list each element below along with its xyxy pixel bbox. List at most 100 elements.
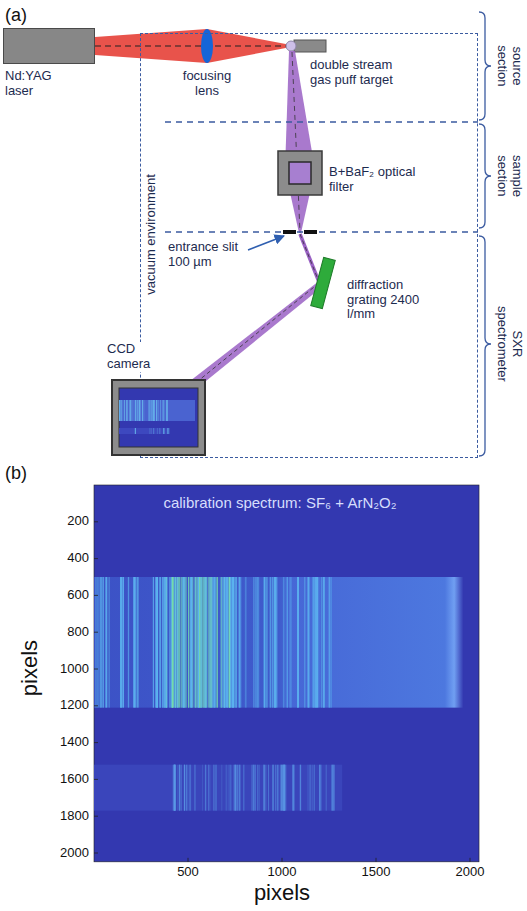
spectral-line — [128, 577, 129, 708]
spectral-line — [208, 765, 210, 811]
rect-shape — [119, 400, 121, 421]
rect-shape — [166, 428, 168, 434]
spectral-line — [183, 577, 184, 708]
spectral-line — [192, 577, 194, 708]
spectral-line — [283, 765, 285, 811]
rect-shape — [119, 388, 198, 447]
rect-shape — [168, 428, 170, 434]
spectral-line — [181, 577, 183, 708]
axis-tick-mark — [94, 595, 98, 596]
spectral-line — [277, 765, 278, 811]
spectral-line — [300, 765, 301, 811]
laser-beam — [95, 29, 291, 63]
spectral-line — [200, 577, 202, 708]
sxr-beam — [300, 234, 319, 282]
spectral-line — [205, 577, 206, 708]
axis-tick: 1800 — [60, 809, 89, 824]
axis-tick-mark — [94, 816, 98, 817]
rect-shape — [129, 400, 131, 421]
leader-arrow — [248, 236, 284, 250]
spectral-line — [284, 765, 285, 811]
spectral-line — [235, 765, 236, 811]
spectral-line — [214, 577, 215, 708]
spectral-line — [282, 577, 284, 708]
spectral-line — [274, 577, 276, 708]
rect-shape — [152, 400, 154, 421]
spectral-line — [156, 577, 158, 708]
spectral-line — [156, 577, 158, 708]
spectral-line — [257, 765, 258, 811]
spectral-line — [221, 765, 222, 811]
axis-tick: 1400 — [60, 735, 89, 750]
axis-tick-mark — [94, 521, 98, 522]
spectral-line — [163, 577, 164, 708]
axis-tick-mark — [94, 558, 98, 559]
part-label: CCD camera — [105, 342, 152, 372]
chart-title: calibration spectrum: SF₆ + ArN₂O₂ — [163, 494, 396, 511]
spectral-line — [102, 577, 103, 708]
spectral-line — [195, 577, 197, 708]
spectral-line — [121, 577, 123, 708]
spectral-line — [198, 577, 200, 708]
beam-axis — [198, 283, 319, 381]
rect-shape — [135, 400, 137, 421]
slit-jaw — [304, 230, 317, 234]
spectral-line — [224, 577, 226, 708]
spectral-line — [310, 765, 311, 811]
spectral-line — [231, 765, 233, 811]
spectral-line — [173, 765, 175, 811]
spectral-line — [137, 577, 139, 708]
section-brace — [479, 236, 491, 456]
panel-label: (a) — [5, 5, 27, 26]
rect-shape — [159, 428, 161, 434]
spectral-line — [172, 577, 174, 708]
ccd-image — [113, 381, 204, 454]
spectral-line — [209, 577, 210, 708]
axis-tick: 400 — [67, 551, 89, 566]
spectral-line — [180, 765, 182, 811]
spectral-line — [312, 765, 313, 811]
spectral-line — [172, 577, 174, 708]
spectral-line — [330, 577, 332, 708]
spectral-line — [185, 577, 186, 708]
spectral-line — [99, 577, 101, 708]
axis-tick: 2000 — [456, 865, 485, 880]
spectral-line — [209, 577, 210, 708]
spectral-line — [281, 765, 283, 811]
rect-shape — [160, 400, 162, 421]
spectral-line — [199, 577, 200, 708]
part-label: focusing lens — [183, 69, 231, 99]
spectral-line — [252, 765, 254, 811]
spectral-line — [265, 765, 266, 811]
spectral-line — [272, 577, 273, 708]
spectrum-image — [94, 485, 479, 862]
spectral-line — [153, 577, 154, 708]
spectral-line — [236, 577, 237, 708]
spectral-line — [95, 577, 96, 708]
spectral-line — [285, 765, 287, 811]
spectral-line — [184, 765, 186, 811]
spectral-line — [204, 577, 206, 708]
spectral-line — [174, 765, 175, 811]
spectral-line — [289, 577, 291, 708]
rect-shape — [121, 400, 123, 421]
spectral-line — [163, 577, 164, 708]
spectral-line — [216, 765, 217, 811]
spectral-line — [216, 577, 218, 708]
rect-shape — [136, 400, 138, 421]
axis-tick-mark — [94, 779, 98, 780]
spectral-line — [268, 765, 270, 811]
spectral-line — [215, 765, 216, 811]
axis-tick: 800 — [67, 625, 89, 640]
spectral-line — [226, 577, 228, 708]
spectral-line — [160, 577, 161, 708]
spectral-line — [174, 577, 176, 708]
spectral-line — [187, 765, 188, 811]
spectral-line — [283, 765, 285, 811]
optical-filter — [289, 162, 311, 184]
spectral-line — [323, 577, 325, 708]
rect-shape — [166, 400, 168, 421]
rect-shape — [137, 400, 139, 421]
spectral-line — [164, 577, 166, 708]
